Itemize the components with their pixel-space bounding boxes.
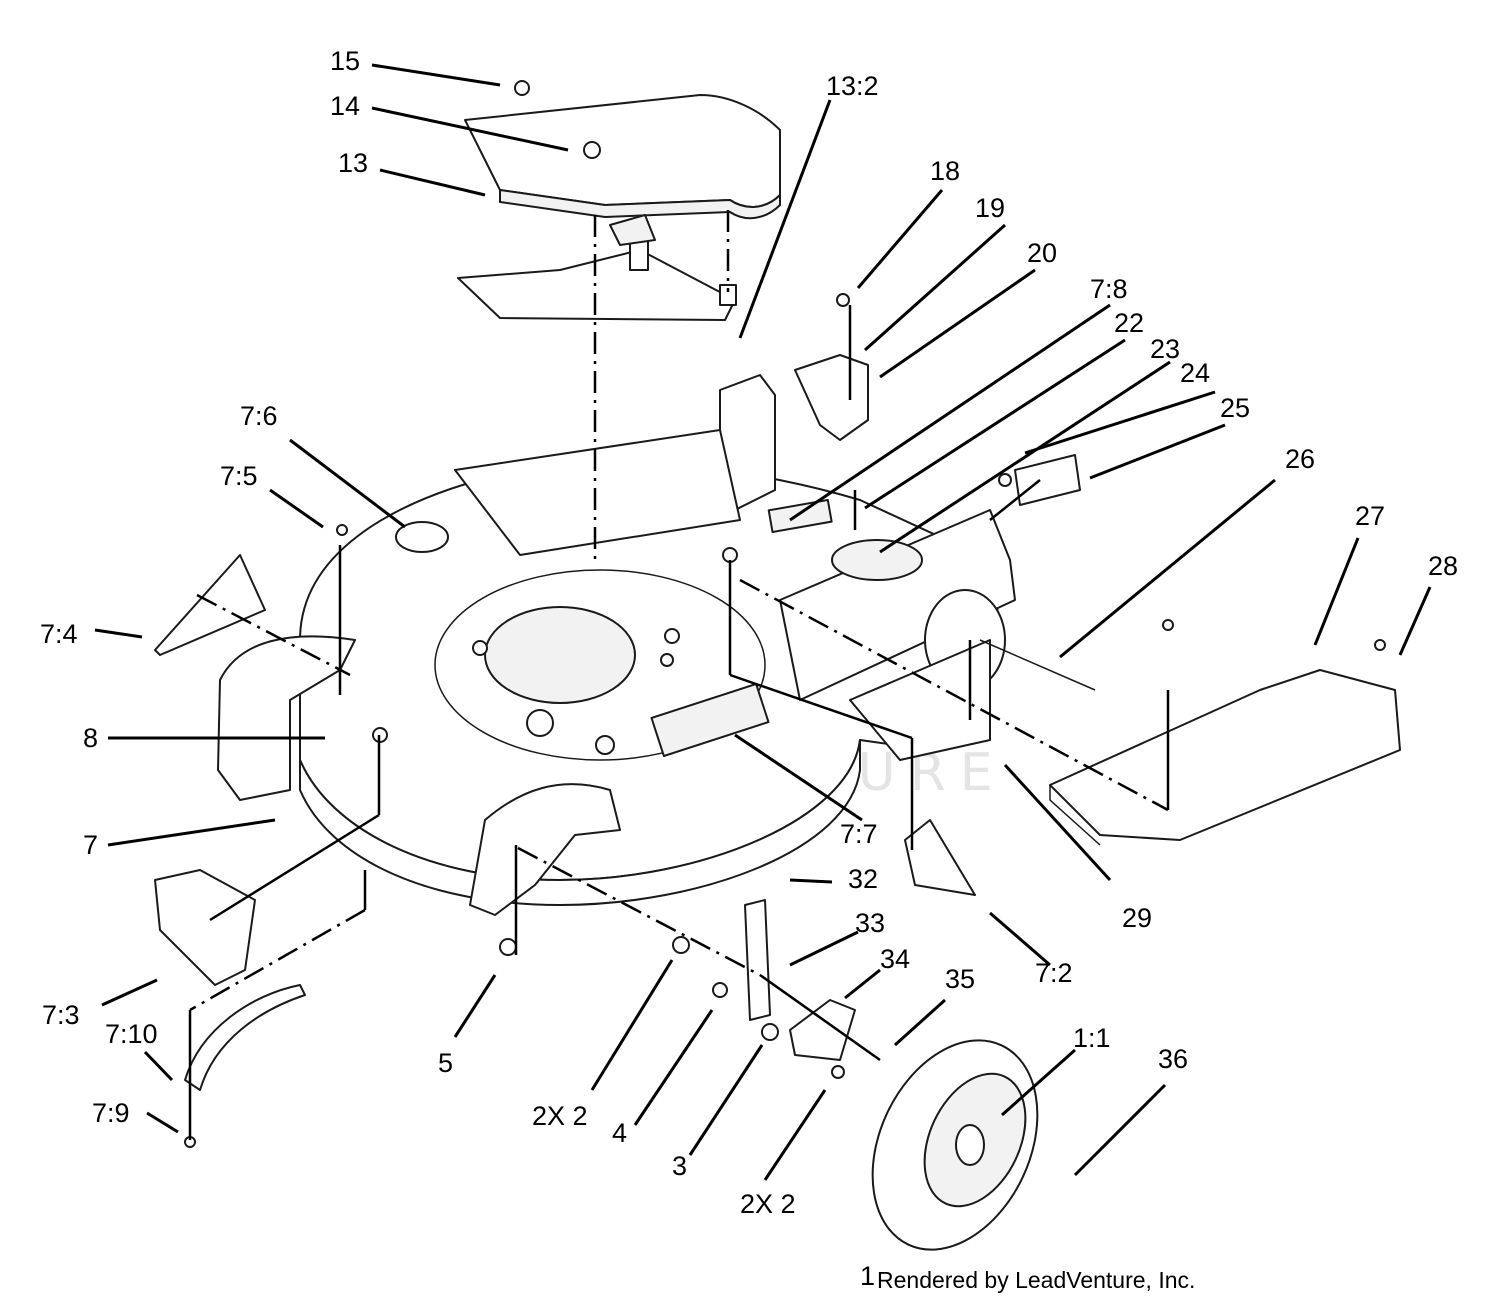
credit-number: 1 (860, 1261, 875, 1291)
callout-33: 33 (855, 908, 885, 938)
callout-1-1: 1:1 (1073, 1023, 1111, 1053)
callout-4: 4 (612, 1118, 627, 1148)
callout-20: 20 (1027, 238, 1057, 268)
rear-axle-housing (779, 509, 1016, 761)
callout-35: 35 (945, 964, 975, 994)
callout-36: 36 (1158, 1044, 1188, 1074)
wheel-1 (871, 1039, 1039, 1251)
callout-7-10: 7:10 (105, 1019, 158, 1049)
callout-7-6: 7:6 (240, 401, 278, 431)
front-skirt-7-7 (469, 783, 621, 916)
callout-19: 19 (975, 193, 1005, 223)
callout-13: 13 (338, 148, 368, 178)
callout-14: 14 (330, 91, 360, 121)
callout-7: 7 (83, 830, 98, 860)
callout-28: 28 (1428, 551, 1458, 581)
callout-7-2: 7:2 (1035, 958, 1073, 988)
callout-24: 24 (1180, 358, 1210, 388)
callouts: 15 14 13 13:2 18 19 20 7:8 22 23 24 25 2… (40, 46, 1458, 1219)
callout-7-5: 7:5 (220, 461, 258, 491)
callout-2x2-b: 2X 2 (740, 1189, 796, 1219)
callout-26: 26 (1285, 444, 1315, 474)
handle-bracket-rear (454, 374, 776, 556)
front-baffle-7-3 (154, 869, 256, 986)
callout-7-4: 7:4 (40, 619, 78, 649)
callout-7-9: 7:9 (92, 1098, 130, 1128)
callout-2x2-a: 2X 2 (532, 1101, 588, 1131)
callout-7-7: 7:7 (840, 819, 878, 849)
callout-34: 34 (880, 944, 910, 974)
callout-25: 25 (1220, 393, 1250, 423)
cover-bracket (457, 214, 737, 321)
rod-26 (979, 639, 1096, 691)
leader-lines (94, 63, 1432, 1181)
side-skirt-8 (217, 635, 356, 801)
callout-15: 15 (330, 46, 360, 76)
rear-cover-27 (1049, 669, 1401, 841)
callout-8: 8 (83, 723, 98, 753)
credit-text: Rendered by LeadVenture, Inc. (877, 1267, 1195, 1293)
discharge-cover (464, 94, 781, 220)
alignment-lines (188, 210, 1170, 1140)
height-adjust-bracket-34 (789, 999, 856, 1061)
callout-7-8: 7:8 (1090, 274, 1128, 304)
height-adjust-arm-32-33 (744, 899, 771, 1021)
callout-3: 3 (672, 1151, 687, 1181)
callout-22: 22 (1114, 308, 1144, 338)
callout-7-3: 7:3 (42, 1000, 80, 1030)
callout-29: 29 (1122, 903, 1152, 933)
handle-lever-7-10 (184, 984, 306, 1091)
callout-27: 27 (1355, 501, 1385, 531)
front-bumper-7-2 (904, 819, 976, 896)
bracket-25 (1014, 454, 1081, 506)
callout-13-2: 13:2 (826, 71, 879, 101)
callout-5: 5 (438, 1048, 453, 1078)
callout-32: 32 (848, 864, 878, 894)
rear-baffle-7-4 (154, 554, 266, 656)
callout-18: 18 (930, 156, 960, 186)
callout-23: 23 (1150, 334, 1180, 364)
bracket-20 (794, 354, 869, 441)
